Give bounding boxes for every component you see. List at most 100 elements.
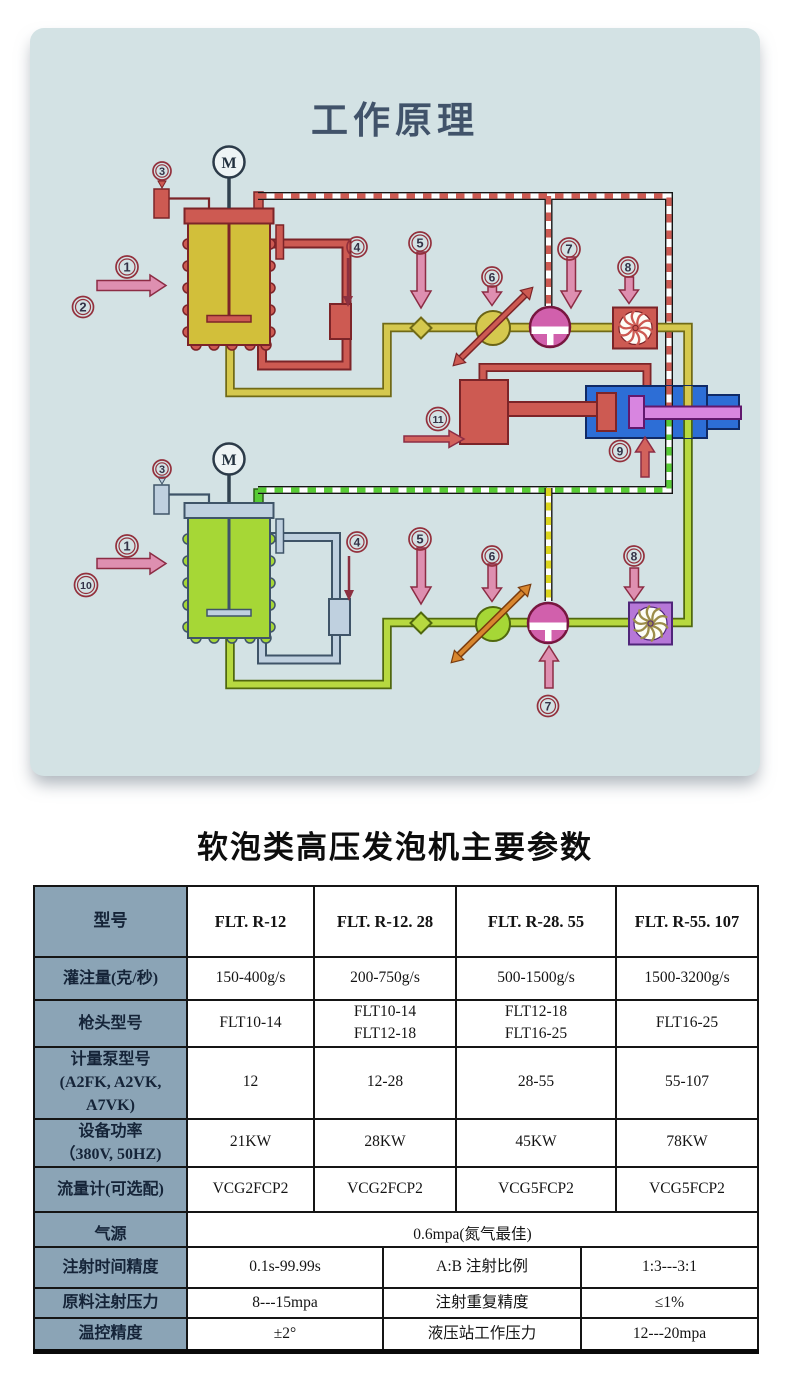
svg-text:6: 6 xyxy=(489,271,496,285)
svg-text:7: 7 xyxy=(545,700,552,714)
arrow-5b xyxy=(409,547,433,606)
table-row: 注射时间精度 0.1s-99.99s A:B 注射比例 1:3---3:1 xyxy=(33,1246,759,1289)
row-label: 设备功率 （380V, 50HZ) xyxy=(33,1117,188,1168)
callout-6b: 6 xyxy=(481,545,503,567)
arrow-8b xyxy=(623,567,645,602)
arrow-5a xyxy=(409,251,433,310)
loop-component-b xyxy=(328,598,351,636)
arrow-feed-b xyxy=(96,551,168,576)
arrow-9 xyxy=(634,435,656,478)
feed-pipe-a xyxy=(225,322,693,398)
callout-1b: 1 xyxy=(115,534,139,558)
callout-4b: 4 xyxy=(346,531,368,553)
table-row: 灌注量(克/秒) 150-400g/s 200-750g/s 500-1500g… xyxy=(33,956,759,1001)
table-row: 枪头型号 FLT10-14 FLT10-14 FLT12-18 FLT12-18… xyxy=(33,999,759,1048)
header-model-3: FLT. R-28. 55 xyxy=(455,885,617,958)
loop-component-a xyxy=(329,303,352,340)
svg-text:4: 4 xyxy=(354,536,361,550)
svg-text:7: 7 xyxy=(565,242,572,257)
row-label: 计量泵型号 (A2FK, A2VK, A7VK) xyxy=(33,1045,188,1120)
agitator-paddle xyxy=(206,314,252,323)
piston xyxy=(628,395,645,429)
level-sensor-a xyxy=(153,180,211,219)
arrow-6a xyxy=(481,285,503,307)
heat-exchanger-b xyxy=(450,583,532,664)
row-label: 原料注射压力 xyxy=(33,1287,188,1319)
spec-table-bottom: 注射时间精度 0.1s-99.99s A:B 注射比例 1:3---3:1 原料… xyxy=(33,1246,759,1354)
table-title: 软泡类高压发泡机主要参数 xyxy=(197,830,593,865)
dashed-line-red xyxy=(253,191,673,386)
filter-fan-b xyxy=(628,601,673,646)
flow-arrows xyxy=(96,251,656,689)
callout-7b: 7 xyxy=(536,694,560,718)
mixing-head xyxy=(507,385,742,440)
day-tank-a: M xyxy=(153,145,276,351)
filter-fan-a xyxy=(612,306,658,350)
row-label: 流量计(可选配) xyxy=(33,1165,188,1213)
header-model-4: FLT. R-55. 107 xyxy=(615,885,759,958)
level-sensor-b xyxy=(153,476,211,515)
svg-text:M: M xyxy=(221,155,236,172)
header-model: 型号 xyxy=(33,885,188,958)
metering-pump-a xyxy=(528,305,572,349)
callout-11: 11 xyxy=(425,406,451,432)
table-header-row: 型号 FLT. R-12 FLT. R-12. 28 FLT. R-28. 55… xyxy=(33,885,759,958)
dashed-line-green xyxy=(253,440,673,601)
metering-pump-b xyxy=(526,601,570,645)
valve-b xyxy=(409,611,433,635)
hydraulic-station xyxy=(459,363,652,445)
svg-text:1: 1 xyxy=(123,539,130,554)
motor-icon: M xyxy=(212,145,246,179)
svg-text:6: 6 xyxy=(489,550,496,564)
thin-arrows xyxy=(343,258,354,601)
valve-a xyxy=(409,316,433,340)
feed-pipe-b xyxy=(225,436,693,690)
callouts: 1 2 3 4 5 6 7 8 1 10 3 4 5 6 7 8 9 11 xyxy=(71,161,645,718)
heat-exchanger-a xyxy=(452,286,534,367)
callout-8a: 8 xyxy=(617,256,639,278)
svg-text:2: 2 xyxy=(79,300,86,315)
row-label: 注射时间精度 xyxy=(33,1246,188,1289)
svg-text:8: 8 xyxy=(631,550,638,564)
callout-2: 2 xyxy=(71,295,95,319)
callout-6a: 6 xyxy=(481,266,503,288)
svg-text:4: 4 xyxy=(354,241,361,255)
callout-10: 10 xyxy=(73,572,99,598)
callout-8b: 8 xyxy=(623,545,645,567)
header-model-1: FLT. R-12 xyxy=(186,885,315,958)
motor-icon: M xyxy=(212,442,246,476)
callout-3b: 3 xyxy=(152,459,172,479)
arrow-7a xyxy=(559,256,583,310)
svg-text:8: 8 xyxy=(625,261,632,275)
recirculation-loop-a xyxy=(257,224,352,371)
recirculation-loop-b xyxy=(257,518,341,665)
svg-text:10: 10 xyxy=(80,580,92,592)
svg-text:1: 1 xyxy=(123,260,130,275)
arrow-11 xyxy=(403,429,466,449)
row-label: 枪头型号 xyxy=(33,999,188,1048)
table-row: 设备功率 （380V, 50HZ) 21KW 28KW 45KW 78KW xyxy=(33,1117,759,1168)
row-label: 灌注量(克/秒) xyxy=(33,956,188,1001)
callout-3a: 3 xyxy=(152,161,172,181)
piston-rod xyxy=(639,405,742,420)
spec-table-main: 型号 FLT. R-12 FLT. R-12. 28 FLT. R-28. 55… xyxy=(33,885,759,1259)
arrow-feed-a xyxy=(96,273,168,298)
callout-4a: 4 xyxy=(346,236,368,258)
arrow-8a xyxy=(618,276,640,305)
svg-text:5: 5 xyxy=(416,532,423,547)
process-diagram: M xyxy=(71,145,742,718)
row-label: 温控精度 xyxy=(33,1317,188,1354)
svg-text:3: 3 xyxy=(159,464,165,476)
day-tank-b: M xyxy=(153,442,276,644)
header-model-2: FLT. R-12. 28 xyxy=(313,885,457,958)
table-row: 原料注射压力 8---15mpa 注射重复精度 ≤1% xyxy=(33,1287,759,1319)
diagram-title: 工作原理 xyxy=(311,100,479,141)
arrow-7b xyxy=(538,644,560,689)
table-row: 流量计(可选配) VCG2FCP2 VCG2FCP2 VCG5FCP2 VCG5… xyxy=(33,1165,759,1213)
callout-7a: 7 xyxy=(557,237,581,261)
arrow-6b xyxy=(481,563,503,603)
table-row: 温控精度 ±2° 液压站工作压力 12---20mpa xyxy=(33,1317,759,1354)
callout-1a: 1 xyxy=(115,255,139,279)
svg-text:5: 5 xyxy=(416,236,423,251)
table-row: 计量泵型号 (A2FK, A2VK, A7VK) 12 12-28 28-55 … xyxy=(33,1045,759,1120)
